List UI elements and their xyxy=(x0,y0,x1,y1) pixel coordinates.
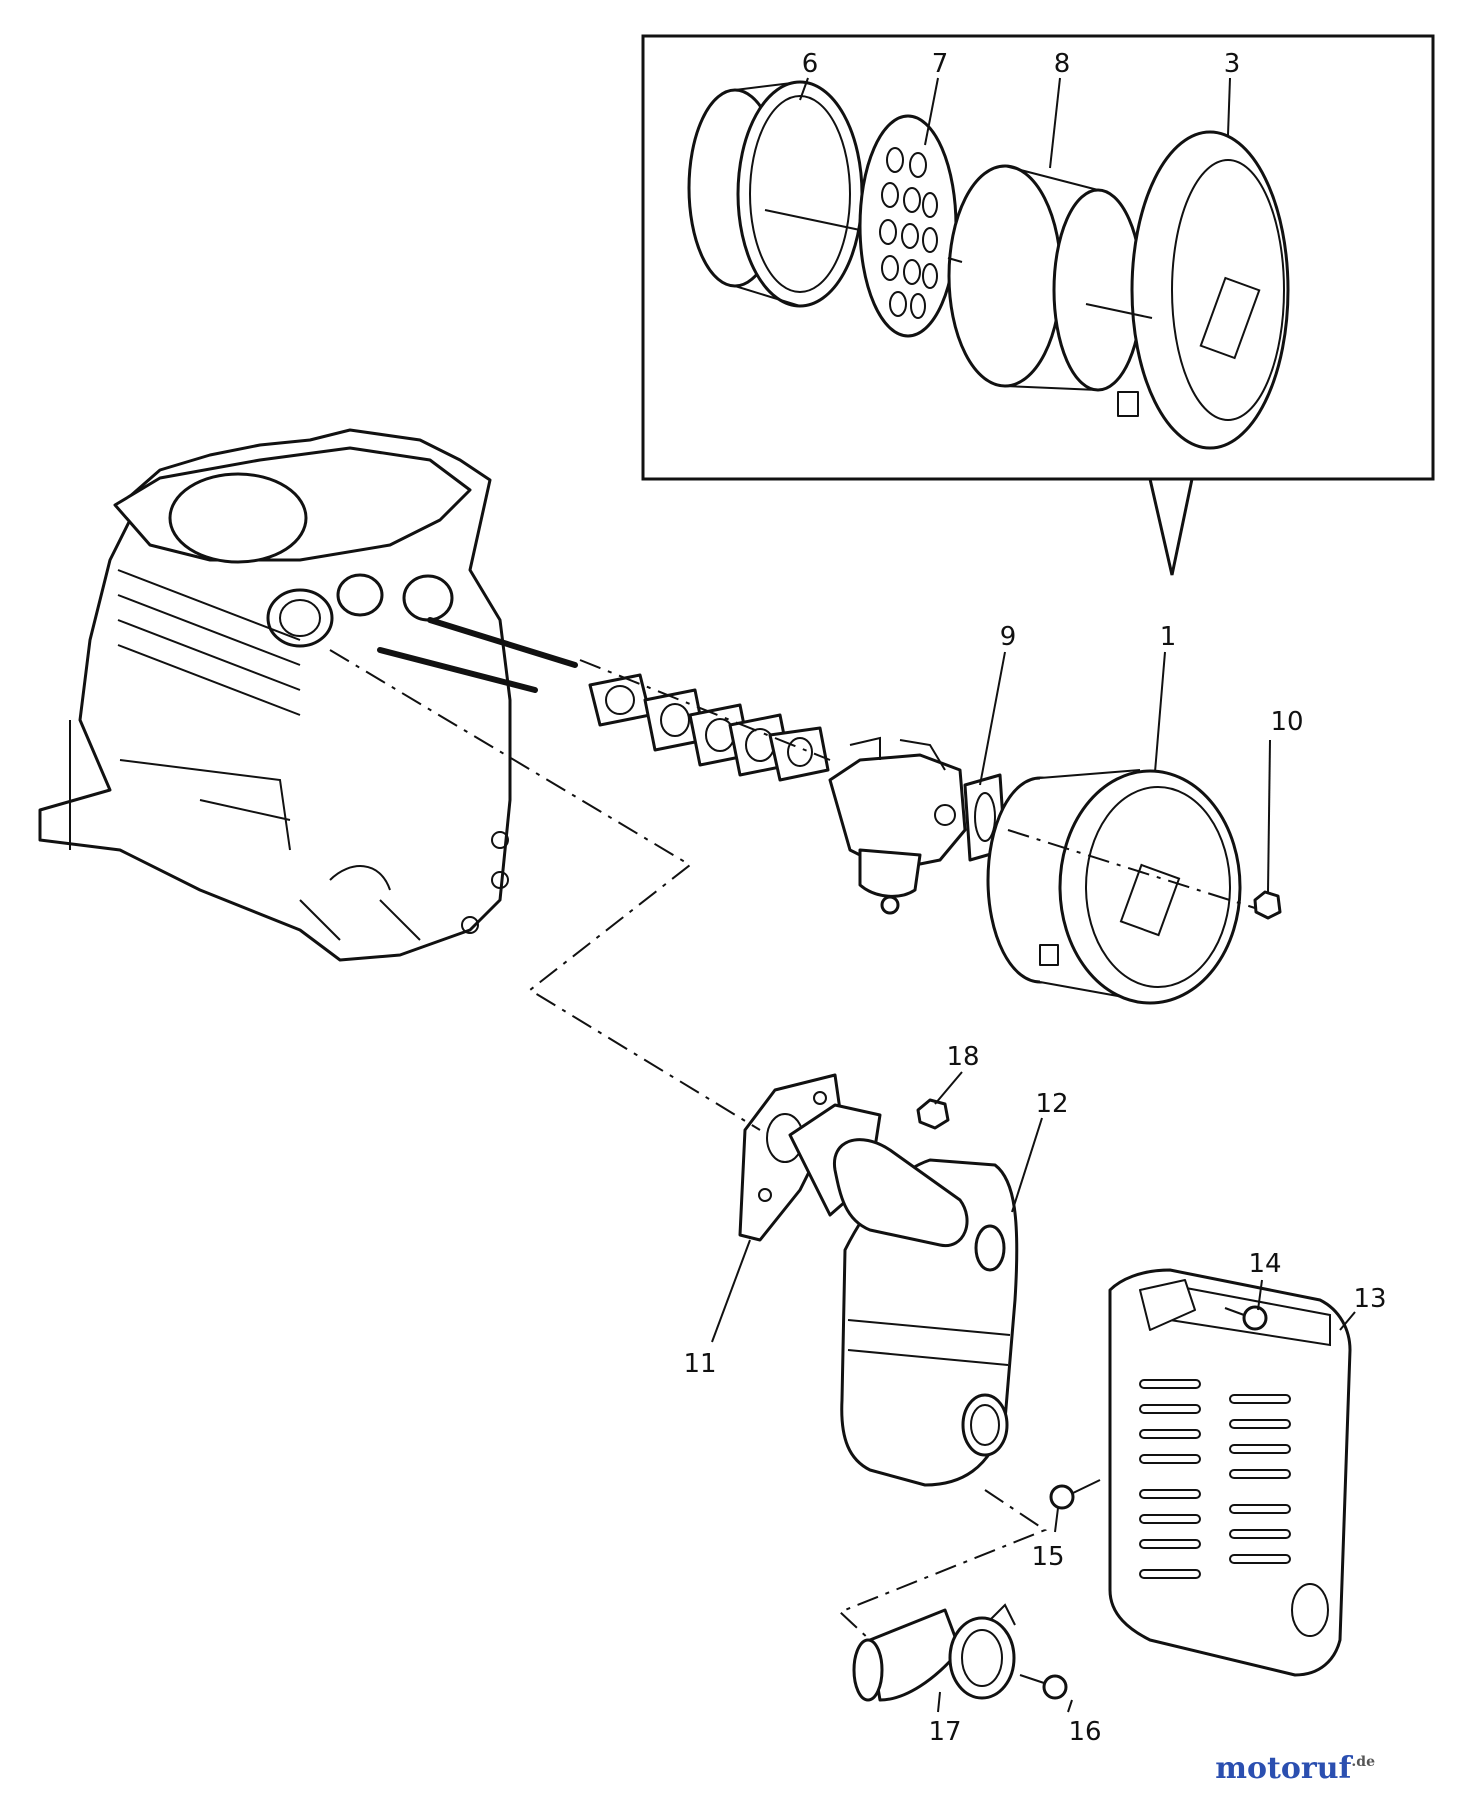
callout-3: 3 xyxy=(1224,49,1241,79)
callout-11: 11 xyxy=(683,1349,716,1379)
perforated-plate-part xyxy=(858,114,958,338)
callout-12: 12 xyxy=(1035,1089,1068,1119)
callout-15: 15 xyxy=(1031,1542,1064,1572)
watermark-logo: motoruf.de xyxy=(1215,1751,1375,1786)
muffler-guard-part xyxy=(1108,1268,1352,1677)
muffler-part xyxy=(788,1103,1019,1487)
bolt-15-part xyxy=(1049,1479,1101,1510)
air-filter-inset xyxy=(641,34,1435,576)
callout-18: 16 xyxy=(1068,1717,1101,1747)
callout-7: 7 xyxy=(932,49,949,79)
assembly-line-carb xyxy=(579,659,831,761)
callout-16: 18 xyxy=(946,1042,979,1072)
air-cleaner-base-part xyxy=(687,80,864,308)
callout-14: 14 xyxy=(1248,1249,1281,1279)
callout-1: 1 xyxy=(1160,622,1177,652)
nut-16-part xyxy=(916,1098,950,1130)
assembly-line-exhaust xyxy=(838,1489,1048,1641)
assembly-line-intake xyxy=(329,649,761,1131)
leader-lines xyxy=(711,77,1356,1713)
intake-gaskets-part xyxy=(588,673,830,782)
engine-block-part xyxy=(38,428,578,962)
bolt-18-part xyxy=(1019,1674,1068,1700)
carburetor-part xyxy=(828,736,967,915)
air-cleaner-assembly-part xyxy=(986,769,1242,1005)
filter-element-part xyxy=(947,164,1144,392)
callout-13: 13 xyxy=(1353,1284,1386,1314)
bolt-14-part xyxy=(1224,1305,1268,1331)
callout-9: 9 xyxy=(1000,622,1017,652)
watermark-brand: motoruf xyxy=(1215,1751,1353,1786)
wing-nut-part xyxy=(1253,890,1282,920)
callout-17: 17 xyxy=(928,1717,961,1747)
watermark-tld: .de xyxy=(1351,1754,1375,1770)
callout-10: 10 xyxy=(1270,707,1303,737)
filter-cover-part xyxy=(1117,130,1290,450)
callout-8: 8 xyxy=(1054,49,1071,79)
callout-6: 6 xyxy=(802,49,819,79)
exhaust-pipe-part xyxy=(852,1603,1016,1702)
assembly-line-filter xyxy=(1007,829,1256,909)
